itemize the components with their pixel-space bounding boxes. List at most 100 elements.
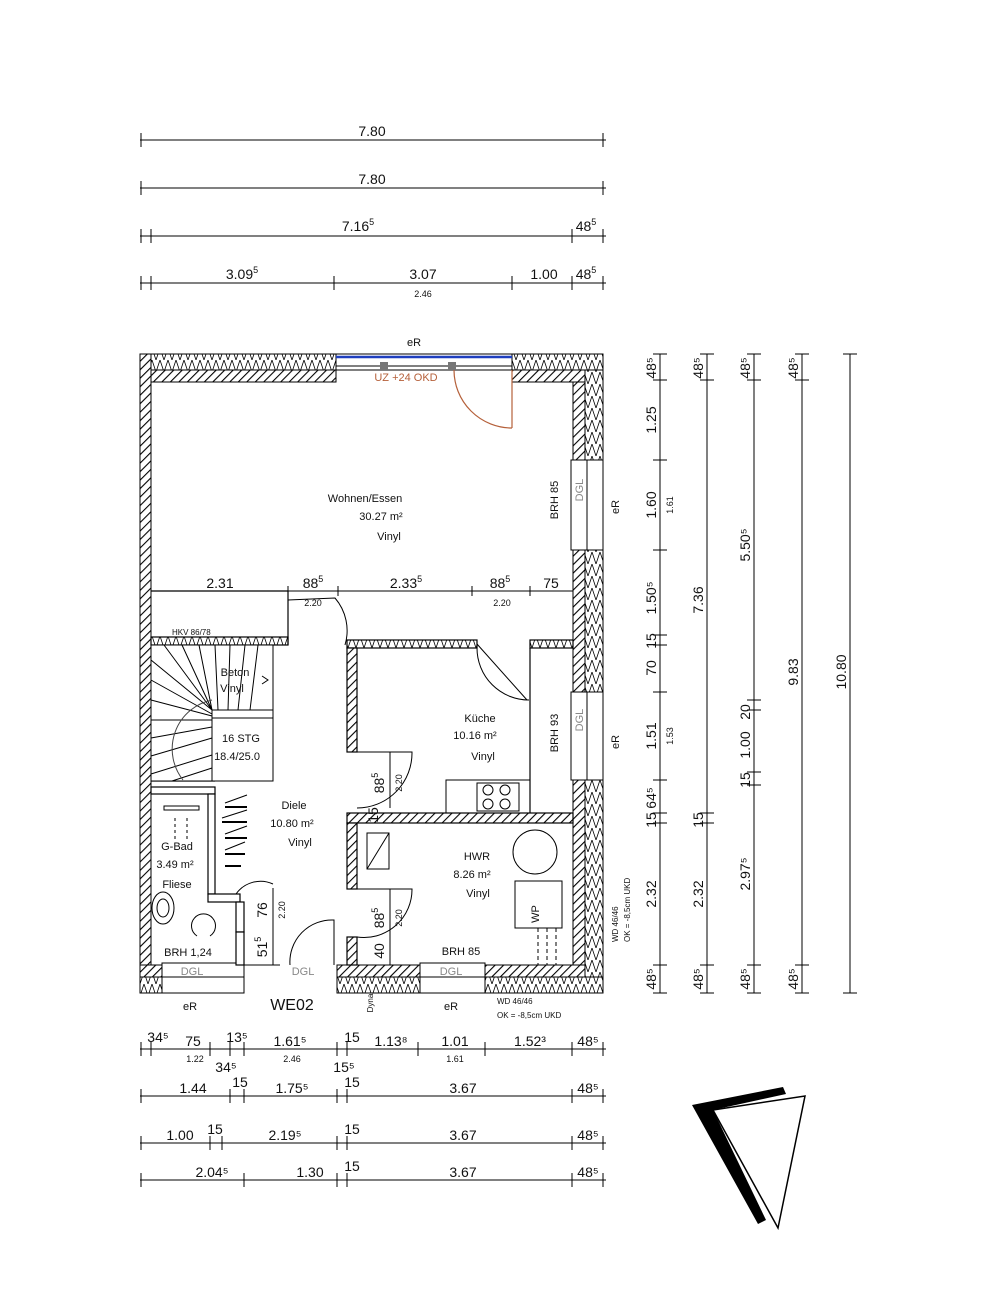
- room-diele-floor: Vinyl: [288, 837, 312, 849]
- dim-right-c1-3: 1.50⁵: [643, 581, 659, 614]
- label-er-bottom-2: eR: [444, 1001, 458, 1013]
- room-hwr-area: 8.26 m²: [453, 869, 491, 881]
- dim-bottom-r3-5: 48⁵: [577, 1127, 598, 1143]
- bottom-dimensions: [140, 1042, 606, 1187]
- dim-bottom-r2-1: 15: [232, 1074, 248, 1090]
- dim-right-c3-4: 15: [737, 772, 753, 788]
- room-hwr-floor: Vinyl: [466, 888, 490, 900]
- room-kueche-floor: Vinyl: [471, 751, 495, 763]
- label-brh85-bottom: BRH 85: [442, 946, 481, 958]
- dim-right-c1-sub-0: 1.61: [665, 496, 675, 514]
- label-dgl-right-1: DGL: [574, 479, 586, 502]
- dim-bottom-r2-5: 48⁵: [577, 1080, 598, 1096]
- dim-right-c4-2: 48⁵: [785, 968, 801, 989]
- label-dgl-bottom-1: DGL: [181, 966, 204, 978]
- dim-top-r4d: 485: [576, 265, 597, 282]
- dim-top-r3b: 485: [576, 217, 597, 234]
- dim-bottom-r2-2: 1.75⁵: [275, 1080, 308, 1096]
- right-dimensions: [653, 353, 857, 994]
- dim-right-c1-8: 15: [643, 812, 659, 828]
- dim-bottom-r1-7: 1.52³: [514, 1033, 546, 1049]
- dim-bottom-r1-sub-1: 34⁵: [215, 1059, 236, 1075]
- dim-top-total-1: 7.80: [358, 123, 385, 139]
- kitchen-counter: [445, 779, 531, 814]
- dim-right-c4-0: 48⁵: [785, 357, 801, 378]
- hwr-fixtures: [366, 829, 563, 965]
- dim-bottom-r1-sub-4: 1.61: [446, 1054, 464, 1064]
- dim-hwr-door-sub: 2.20: [394, 909, 404, 927]
- label-dgl-bottom-3: DGL: [440, 966, 463, 978]
- dim-top-r4b: 3.07: [409, 266, 436, 282]
- dim-kitchen-wall: 15: [365, 807, 381, 823]
- label-er-right-1: eR: [610, 500, 622, 514]
- stair-label-1: Beton: [221, 667, 250, 679]
- dim-right-c5-0: 10.80: [833, 654, 849, 689]
- dim-bottom-r2-4: 3.67: [449, 1080, 476, 1096]
- dim-right-c3-6: 48⁵: [737, 968, 753, 989]
- door-vertical-dims: [272, 752, 391, 965]
- dim-right-c1-6: 1.51: [643, 722, 659, 749]
- dim-inner-e: 75: [543, 575, 559, 591]
- label-wd-side-2: OK = -8,5cm UKD: [623, 878, 632, 942]
- stair-label-2: Vinyl: [220, 683, 244, 695]
- room-kueche-name: Küche: [464, 713, 495, 725]
- dim-right-c2-4: 48⁵: [690, 968, 706, 989]
- dim-right-c3-0: 48⁵: [737, 357, 753, 378]
- dim-bottom-r1-0: 34⁵: [147, 1029, 168, 1045]
- dim-bottom-r1-1: 75: [185, 1033, 201, 1049]
- dim-bottom-r2-3: 15: [344, 1074, 360, 1090]
- dim-right-c3-5: 2.97⁵: [737, 857, 753, 890]
- dim-bottom-r4-0: 2.04⁵: [195, 1164, 228, 1180]
- label-dyna: Dyna: [366, 993, 375, 1012]
- inner-dimension-line: [150, 586, 574, 596]
- dim-inner-d: 885: [490, 574, 511, 591]
- room-kueche-area: 10.16 m²: [453, 730, 497, 742]
- dim-bottom-r4-2: 15: [344, 1158, 360, 1174]
- room-diele-area: 10.80 m²: [270, 818, 314, 830]
- room-gbad-floor: Fliese: [162, 879, 191, 891]
- label-hkv: HKV 86/78: [172, 628, 211, 637]
- plan-label: WE02: [270, 997, 314, 1014]
- label-uz: UZ +24 OKD: [374, 372, 437, 384]
- label-brh93: BRH 93: [549, 714, 561, 753]
- dim-right-c1-10: 48⁵: [643, 968, 659, 989]
- dim-bottom-r1-sub-2: 2.46: [283, 1054, 301, 1064]
- dim-right-c1-1: 1.25: [643, 406, 659, 433]
- dim-bottom-r3-2: 2.19⁵: [268, 1127, 301, 1143]
- dim-kitchen-door: 885: [370, 773, 387, 794]
- dim-bottom-r1-8: 48⁵: [577, 1033, 598, 1049]
- dim-hwr-wall: 40: [371, 943, 387, 959]
- label-wd-1: WD 46/46: [497, 997, 533, 1006]
- room-wohnen-area: 30.27 m²: [359, 511, 403, 523]
- dim-right-c3-3: 1.00: [737, 731, 753, 758]
- dim-entry-door-sub: 2.20: [277, 901, 287, 919]
- room-diele-name: Diele: [281, 800, 306, 812]
- doors: [453, 369, 513, 429]
- room-gbad-name: G-Bad: [161, 841, 193, 853]
- dim-bottom-r3-0: 1.00: [166, 1127, 193, 1143]
- dim-kitchen-door-sub: 2.20: [394, 774, 404, 792]
- label-wd-side-1: WD 46/46: [611, 906, 620, 942]
- top-dimensions: [140, 133, 606, 290]
- dim-right-c1-5: 70: [643, 660, 659, 676]
- dim-bottom-r1-sub-0: 1.22: [186, 1054, 204, 1064]
- room-wohnen-name: Wohnen/Essen: [328, 493, 402, 505]
- dim-bottom-r1-sub-3: 15⁵: [333, 1059, 354, 1075]
- dim-right-c1-0: 48⁵: [643, 357, 659, 378]
- staircase: [150, 644, 274, 782]
- label-dgl-right-2: DGL: [574, 709, 586, 732]
- label-brh124: BRH 1,24: [164, 947, 212, 959]
- label-brh85-right: BRH 85: [549, 481, 561, 520]
- dim-right-c1-7: 64⁵: [643, 787, 659, 808]
- dim-inner-c: 2.335: [390, 574, 422, 591]
- label-er-bottom-1: eR: [183, 1001, 197, 1013]
- dim-top-r3a: 7.165: [342, 217, 374, 234]
- label-wp: WP: [530, 905, 542, 923]
- dim-bottom-r1-2: 13⁵: [226, 1029, 247, 1045]
- room-wohnen-floor: Vinyl: [377, 531, 401, 543]
- dim-bottom-r4-3: 3.67: [449, 1164, 476, 1180]
- bath-fixtures: [151, 805, 216, 937]
- dim-right-c1-4: 15: [643, 633, 659, 649]
- dim-bottom-r3-3: 15: [344, 1121, 360, 1137]
